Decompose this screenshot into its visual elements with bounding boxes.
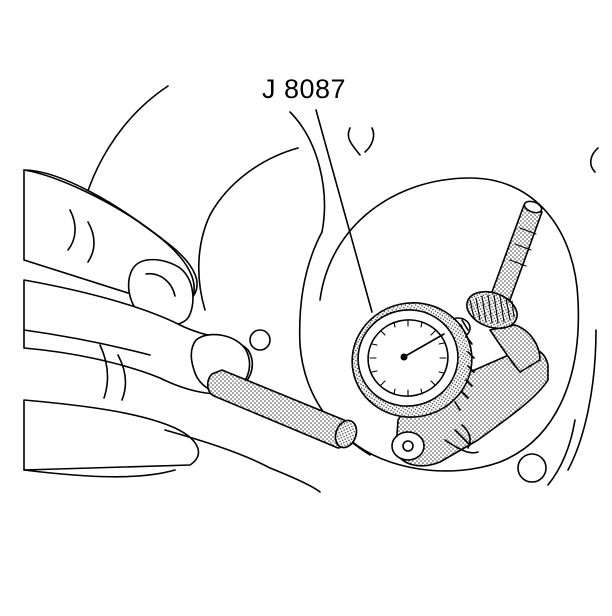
- callout-leader-line: [315, 109, 373, 313]
- dial-indicator: [351, 302, 475, 418]
- dial-scale-ticks: [369, 319, 447, 397]
- gauge-rod: [206, 369, 358, 449]
- cylinder-bore: [319, 177, 580, 472]
- bolt-hole: [249, 329, 547, 483]
- gauge-spindle: [491, 200, 543, 301]
- dial-needle: [401, 333, 445, 359]
- gauge-housing: [391, 324, 549, 467]
- tool-callout-label: J 8087: [262, 74, 347, 104]
- dial-pivot: [400, 353, 408, 361]
- dial-face: [357, 309, 459, 407]
- technician-hand: [23, 169, 321, 493]
